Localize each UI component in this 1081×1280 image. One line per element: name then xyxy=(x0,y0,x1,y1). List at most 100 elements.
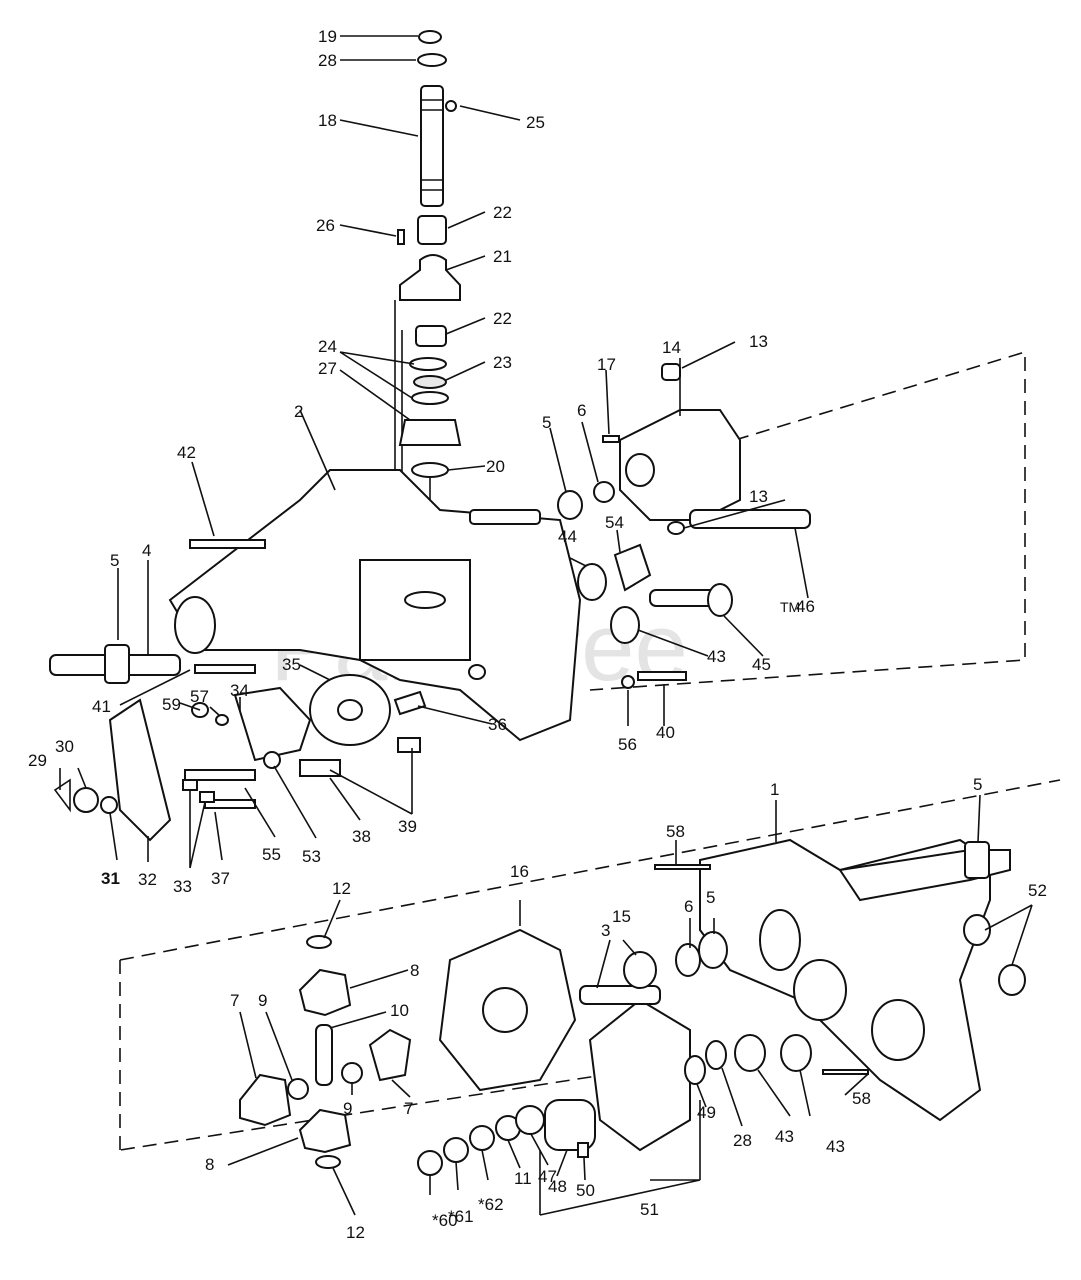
bushing-48 xyxy=(544,1099,596,1151)
brake-disc-hub xyxy=(337,699,363,721)
bearing-5-left xyxy=(104,644,130,684)
washer-60 xyxy=(417,1150,443,1176)
label-47: 47 xyxy=(538,1167,557,1186)
label-20: 20 xyxy=(486,457,505,476)
label-38: 38 xyxy=(352,827,371,846)
spacer-33a xyxy=(182,779,198,791)
label-22-lower: 22 xyxy=(493,309,512,328)
left-housing-assembly xyxy=(49,469,615,742)
label-26: 26 xyxy=(316,216,335,235)
brake-lever-32 xyxy=(108,698,172,842)
key-50 xyxy=(577,1142,589,1158)
label-4: 4 xyxy=(142,541,151,560)
label-7-right: 7 xyxy=(404,1099,413,1118)
spacer-33b xyxy=(199,791,215,803)
washer-62 xyxy=(469,1125,495,1151)
label-6-lower: 6 xyxy=(684,897,693,916)
spur-gear-51 xyxy=(588,998,691,1152)
housing-1-bore-center xyxy=(793,959,847,1021)
snap-ring-12-bottom xyxy=(315,1155,341,1169)
spring-61 xyxy=(443,1137,469,1163)
label-43-right: 43 xyxy=(826,1137,845,1156)
label-3: 3 xyxy=(601,921,610,940)
label-56: 56 xyxy=(618,735,637,754)
washer-9-right xyxy=(341,1062,363,1084)
label-50: 50 xyxy=(576,1181,595,1200)
watermark-tm: TM xyxy=(780,599,800,615)
label-5-upper: 5 xyxy=(542,413,551,432)
seal-20 xyxy=(411,462,449,478)
pin-58-top xyxy=(654,864,711,870)
snap-ring-12-top xyxy=(306,935,332,949)
washer-57 xyxy=(215,714,229,726)
bolt-42 xyxy=(189,539,266,549)
label-52: 52 xyxy=(1028,881,1047,900)
bolt-55 xyxy=(184,769,256,781)
pinion-7-left xyxy=(239,1073,292,1127)
label-45: 45 xyxy=(752,655,771,674)
gear-15 xyxy=(623,951,657,989)
label-14: 14 xyxy=(662,338,681,357)
label-40: 40 xyxy=(656,723,675,742)
bushing-13-lower xyxy=(667,521,685,535)
shaft-3 xyxy=(579,985,661,1005)
label-9-left: 9 xyxy=(258,991,267,1010)
label-49: 49 xyxy=(697,1103,716,1122)
label-18: 18 xyxy=(318,111,337,130)
label-21: 21 xyxy=(493,247,512,266)
bearing-22-lower xyxy=(415,325,447,347)
label-33: 33 xyxy=(173,877,192,896)
label-5-left: 5 xyxy=(110,551,119,570)
bearing-22-top xyxy=(417,215,447,245)
label-37: 37 xyxy=(211,869,230,888)
label-61: *61 xyxy=(448,1207,474,1226)
label-5-right: 5 xyxy=(973,775,982,794)
washer-53 xyxy=(263,751,281,769)
label-5-lower: 5 xyxy=(706,888,715,907)
label-58-bottom: 58 xyxy=(852,1089,871,1108)
label-6-upper: 6 xyxy=(577,401,586,420)
label-58-top: 58 xyxy=(666,822,685,841)
label-7-left: 7 xyxy=(230,991,239,1010)
label-10: 10 xyxy=(390,1001,409,1020)
pinion-8-bottom xyxy=(298,1108,352,1154)
cover-bore xyxy=(625,453,655,487)
right-housing-assembly xyxy=(654,838,1026,1122)
key-25 xyxy=(445,100,457,112)
label-36: 36 xyxy=(488,715,507,734)
pinion-8-top xyxy=(298,968,352,1017)
housing-1-bore-left xyxy=(759,909,801,971)
label-17: 17 xyxy=(597,355,616,374)
pin-10 xyxy=(315,1024,333,1086)
washer-28-lower xyxy=(705,1040,727,1070)
input-shaft-18 xyxy=(420,85,444,207)
label-24: 24 xyxy=(318,337,337,356)
cotter-pin-29 xyxy=(53,778,71,813)
washer-24b xyxy=(411,391,449,405)
bearing-44 xyxy=(577,563,607,601)
pin-26 xyxy=(397,229,405,245)
bearing-5-upper xyxy=(557,490,583,520)
bearing-5-right xyxy=(964,841,990,879)
label-8-top: 8 xyxy=(410,961,419,980)
label-44: 44 xyxy=(558,527,577,546)
label-42: 42 xyxy=(177,443,196,462)
bearing-43-mid xyxy=(734,1034,766,1072)
brake-pad-39a xyxy=(397,737,421,753)
caliper-34 xyxy=(233,686,312,762)
label-23: 23 xyxy=(493,353,512,372)
label-9-right: 9 xyxy=(343,1099,352,1118)
right-cover-assembly xyxy=(577,363,811,689)
label-19: 19 xyxy=(318,27,337,46)
label-43-upper: 43 xyxy=(707,647,726,666)
shaft-46 xyxy=(689,509,811,529)
part-labels: 19 28 25 18 22 26 21 22 24 23 27 13 14 1… xyxy=(28,27,1047,1242)
washer-28-top xyxy=(417,53,447,67)
label-13-top: 13 xyxy=(749,332,768,351)
label-11: 11 xyxy=(514,1169,532,1188)
label-22-top: 22 xyxy=(493,203,512,222)
washer-56 xyxy=(621,675,635,689)
label-12-top: 12 xyxy=(332,879,351,898)
label-28-top: 28 xyxy=(318,51,337,70)
nut-housing xyxy=(468,664,486,680)
